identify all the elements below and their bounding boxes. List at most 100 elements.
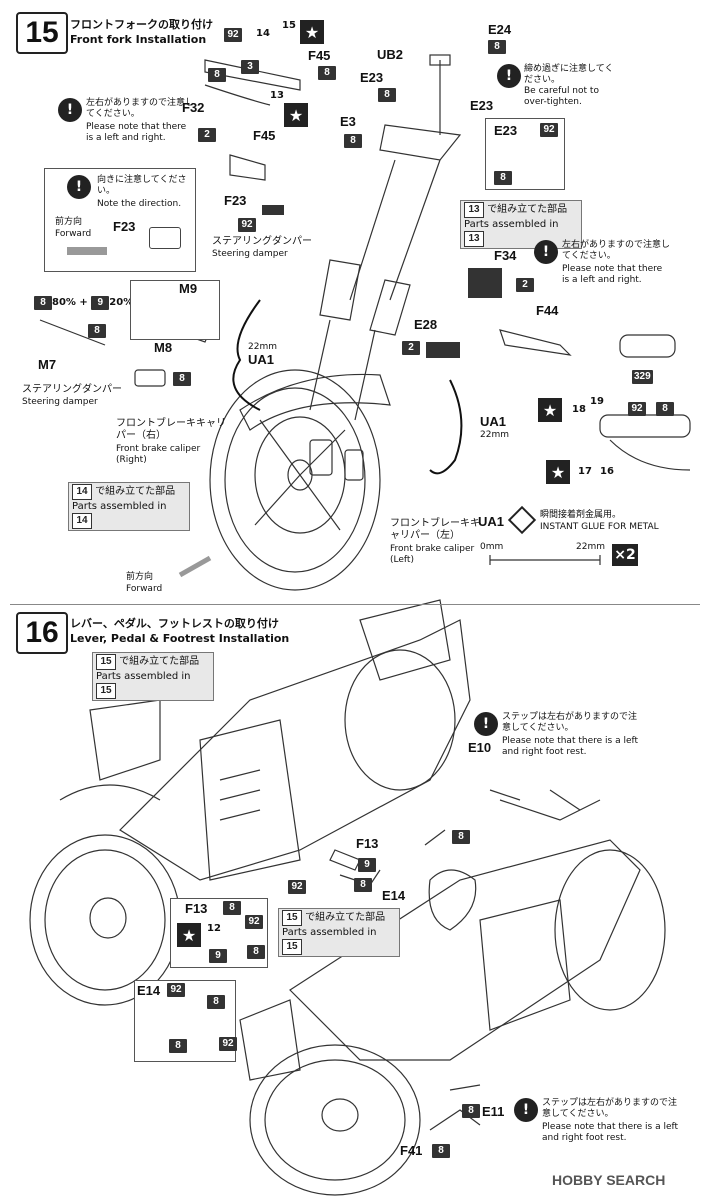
color-code-label: 12 xyxy=(207,923,221,934)
color-code: 8 xyxy=(432,1144,450,1158)
forward-arrow-icon xyxy=(67,247,107,255)
part-label: UA1 xyxy=(248,352,275,367)
color-code: 92 xyxy=(540,123,558,137)
forward-label-en: Forward xyxy=(55,229,92,239)
color-code-label: 17 xyxy=(578,466,592,477)
part-e28-drawing xyxy=(426,342,460,358)
part-label: E28 xyxy=(414,317,438,332)
color-code: 2 xyxy=(402,341,420,355)
part-label: F45 xyxy=(253,128,276,143)
color-code: 92 xyxy=(224,28,242,42)
assembled-en: Parts assembled in xyxy=(464,219,559,230)
direction-box: ! 向きに注意してください。 Note the direction. 前方向 F… xyxy=(44,168,196,272)
note-en: Note the direction. xyxy=(97,199,182,209)
step-title-jp: レバー、ペダル、フットレストの取り付け xyxy=(70,617,279,630)
length-label: 22mm xyxy=(480,430,509,440)
step-ref: 15 xyxy=(96,654,116,670)
caliper-right-jp: フロントブレーキキャリパー（右） xyxy=(116,418,226,441)
step-title-jp: フロントフォークの取り付け xyxy=(70,18,213,31)
assembled-en: Parts assembled in xyxy=(72,501,167,512)
color-code: 8 xyxy=(247,945,265,959)
color-code-label: 18 xyxy=(572,404,586,415)
part-label: E23 xyxy=(470,98,494,113)
caution-icon: ! xyxy=(497,64,521,88)
part-label: E10 xyxy=(468,740,492,755)
note-jp: 左右がありますので注意してください。 xyxy=(562,240,671,261)
color-code: 8 xyxy=(488,40,506,54)
note-en: Please note that there is a left and rig… xyxy=(542,1122,679,1143)
f13-detail-box: F13 ★ 8 92 12 9 8 xyxy=(170,898,268,968)
caliper-left-en: Front brake caliper (Left) xyxy=(390,544,475,565)
color-code: 9 xyxy=(209,949,227,963)
star-icon: ★ xyxy=(538,398,562,422)
step-number: 16 xyxy=(16,612,68,654)
color-code: 8 xyxy=(452,830,470,844)
step-title-en: Lever, Pedal & Footrest Installation xyxy=(70,632,290,645)
parts-assembled-box: 13 で組み立てた部品 Parts assembled in 13 xyxy=(460,200,582,249)
part-label: E23 xyxy=(494,123,518,138)
color-code: 8 xyxy=(34,296,52,310)
e14-detail-box: E14 92 8 8 92 xyxy=(134,980,237,1062)
part-label: E14 xyxy=(137,983,161,998)
part-label: F41 xyxy=(400,1143,423,1158)
color-code: 92 xyxy=(288,880,306,894)
parts-assembled-box: 14 で組み立てた部品 Parts assembled in 14 xyxy=(68,482,190,531)
note-en: Please note that there is a left and rig… xyxy=(502,736,639,757)
part-label: F34 xyxy=(494,248,517,263)
caution-icon: ! xyxy=(67,175,91,199)
part-label: F23 xyxy=(113,219,136,234)
color-code: 8 xyxy=(88,324,106,338)
part-f23-drawing xyxy=(262,205,284,215)
caliper-left-jp: フロントブレーキキャリパー（左） xyxy=(390,518,480,541)
mix-ratio: 20% xyxy=(109,297,134,308)
forward-label-jp: 前方向 xyxy=(126,572,154,582)
assembled-jp: で組み立てた部品 xyxy=(95,486,176,497)
color-code: 8 xyxy=(656,402,674,416)
color-code: 92 xyxy=(219,1037,237,1051)
part-label: E23 xyxy=(360,70,384,85)
color-code: 92 xyxy=(628,402,646,416)
section-divider xyxy=(10,604,700,605)
star-icon: ★ xyxy=(546,460,570,484)
color-code: 8 xyxy=(494,171,512,185)
color-code: 8 xyxy=(169,1039,187,1053)
forward-label-jp: 前方向 xyxy=(55,217,83,227)
color-code: 2 xyxy=(198,128,216,142)
parts-assembled-box: 15 で組み立てた部品 Parts assembled in 15 xyxy=(92,652,214,701)
color-code: 3 xyxy=(241,60,259,74)
scale-start: 0mm xyxy=(480,542,504,552)
step-ref: 14 xyxy=(72,484,92,500)
color-code: 8 xyxy=(462,1104,480,1118)
note-en: Be careful not to over-tighten. xyxy=(524,86,599,107)
part-label: E11 xyxy=(482,1104,505,1119)
color-code: 9 xyxy=(91,296,110,310)
color-code: 8 xyxy=(207,995,225,1009)
note-jp: 左右がありますので注意してください。 xyxy=(86,98,195,119)
star-icon: ★ xyxy=(300,20,324,44)
color-code: 329 xyxy=(632,370,653,384)
caution-icon: ! xyxy=(534,240,558,264)
color-code-label: 13 xyxy=(270,90,284,101)
part-label: F13 xyxy=(356,836,379,851)
color-code: 8 xyxy=(173,372,191,386)
m9-box: M9 xyxy=(130,280,220,340)
color-code: 92 xyxy=(245,915,263,929)
damper-label-jp: ステアリングダンパー xyxy=(22,384,122,395)
assembled-jp: で組み立てた部品 xyxy=(487,204,568,215)
step-ref: 14 xyxy=(72,513,92,529)
part-label: F45 xyxy=(308,48,331,63)
color-code: 9 xyxy=(358,858,376,872)
note-jp: ステップは左右がありますので注意してください。 xyxy=(542,1098,678,1119)
part-label: M9 xyxy=(179,281,198,296)
caution-icon: ! xyxy=(58,98,82,122)
color-code: 8 xyxy=(223,901,241,915)
watermark: HOBBY SEARCH xyxy=(552,1172,666,1188)
assembled-jp: で組み立てた部品 xyxy=(305,912,386,923)
color-code-label: 14 xyxy=(256,28,270,39)
color-code-label: 16 xyxy=(600,466,614,477)
color-code: 8 xyxy=(208,68,226,82)
step-number: 15 xyxy=(16,12,68,54)
step-ref: 15 xyxy=(282,910,302,926)
glue-label-jp: 瞬間接着剤金属用。 xyxy=(540,510,622,520)
